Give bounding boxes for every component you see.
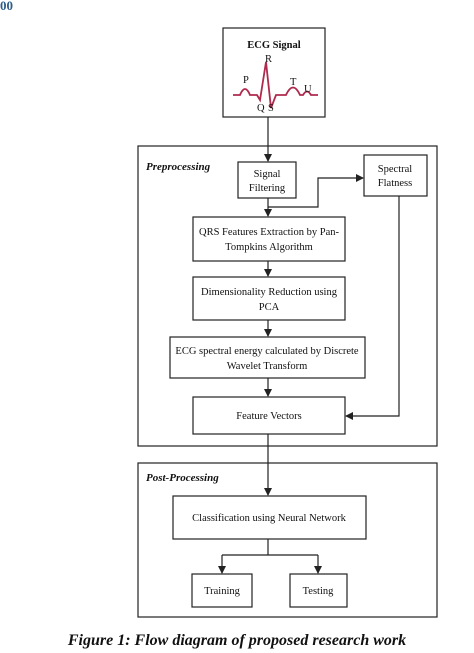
ecg-signal-title: ECG Signal [247,40,300,51]
wave-label-t: T [290,77,297,88]
wave-label-p: P [243,75,249,86]
spectral-flatness-line-1: Spectral [378,164,412,175]
ecg-waveform [233,61,318,109]
feature-vectors-label: Feature Vectors [236,411,301,422]
dimensionality-reduction-box: Dimensionality Reduction using PCA [192,276,346,321]
wave-label-s: S [268,103,274,114]
connectors [218,117,400,574]
signal-filtering-line-2: Filtering [249,183,286,194]
ecg-spectral-energy-box: ECG spectral energy calculated by Discre… [169,336,366,379]
flow-diagram: ECG Signal P R Q S T U Preprocessing Sig… [137,27,438,618]
signal-filtering-line-1: Signal [254,169,281,180]
dimensionality-reduction-line-2: PCA [259,302,280,313]
classification-label: Classification using Neural Network [192,513,346,524]
qrs-extraction-box: QRS Features Extraction by Pan- Tompkins… [192,216,346,262]
postprocessing-label: Post-Processing [146,472,219,484]
wave-label-r: R [265,54,272,65]
dimensionality-reduction-line-1: Dimensionality Reduction using [201,287,338,298]
feature-vectors-box: Feature Vectors [192,396,346,435]
arrow-flatness-to-features [345,196,400,420]
ecg-signal-box: ECG Signal P R Q S T U [222,27,326,118]
postprocessing-group: Post-Processing [137,462,438,618]
classification-box: Classification using Neural Network [172,495,367,540]
wave-label-u: U [304,84,312,95]
testing-box: Testing [289,573,348,608]
wave-label-q: Q [257,103,265,114]
figure-caption: Figure 1: Flow diagram of proposed resea… [67,632,407,649]
qrs-extraction-line-2: Tompkins Algorithm [225,242,313,253]
ecg-spectral-energy-line-1: ECG spectral energy calculated by Discre… [175,346,359,357]
preprocessing-label: Preprocessing [146,161,211,173]
ecg-spectral-energy-line-2: Wavelet Transform [227,361,308,372]
testing-label: Testing [303,586,335,597]
preprocessing-group: Preprocessing [137,145,438,447]
qrs-extraction-line-1: QRS Features Extraction by Pan- [199,227,339,238]
training-label: Training [204,586,241,597]
corner-fragment-text: 00 [0,0,13,13]
signal-filtering-box: Signal Filtering [237,161,297,199]
spectral-flatness-box: Spectral Flatness [363,154,428,197]
training-box: Training [191,573,253,608]
arrow-filtering-to-flatness [268,174,364,208]
spectral-flatness-line-2: Flatness [378,178,412,189]
